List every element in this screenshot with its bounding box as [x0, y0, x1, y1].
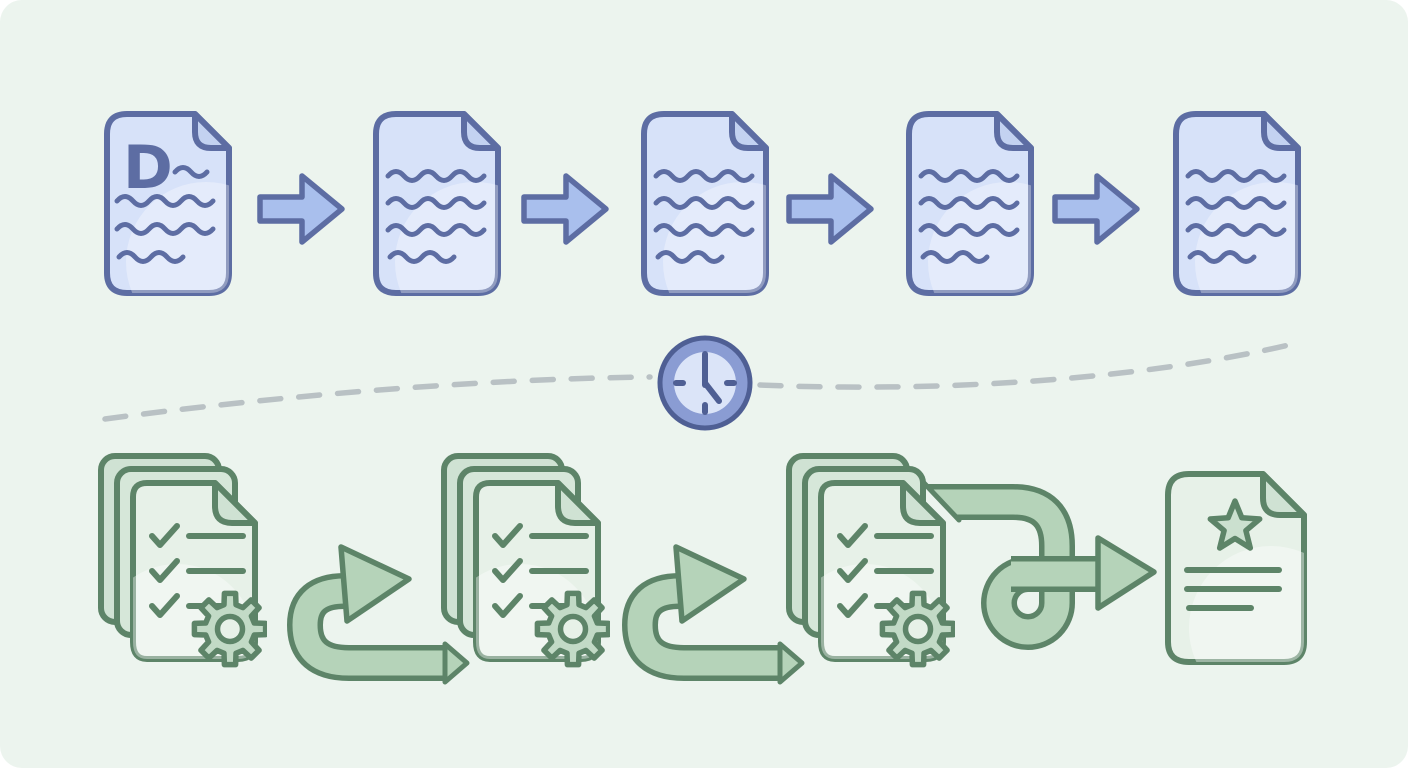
dashed-line-left: [102, 374, 653, 422]
loop-arrow-head: [1095, 535, 1157, 611]
clock-icon: [657, 335, 753, 431]
flow-arrow-icon-3: [786, 167, 874, 251]
iteration-arrow-icon-2: [620, 533, 810, 688]
checklist-stack-1: [97, 452, 267, 677]
blue-document-2: [372, 110, 502, 297]
flow-arrow-icon-1: [257, 167, 345, 251]
flow-arrow-icon-4: [1052, 167, 1140, 251]
document-letter: D: [123, 133, 173, 203]
dashed-line-right: [757, 341, 1296, 390]
dashed-timeline: [102, 341, 1296, 422]
blue-document-3: [640, 110, 770, 297]
star-document-icon: [1163, 470, 1308, 666]
blue-document-1: D: [103, 110, 233, 297]
checklist-stack-3: [785, 452, 955, 677]
blue-document-4: [905, 110, 1035, 297]
flow-arrow-icon-2: [521, 167, 609, 251]
clock-marks-and-hands: [673, 351, 737, 415]
blue-document-5: [1172, 110, 1302, 297]
clock-hour-hand: [702, 380, 722, 404]
checklist-stack-2: [440, 452, 610, 677]
